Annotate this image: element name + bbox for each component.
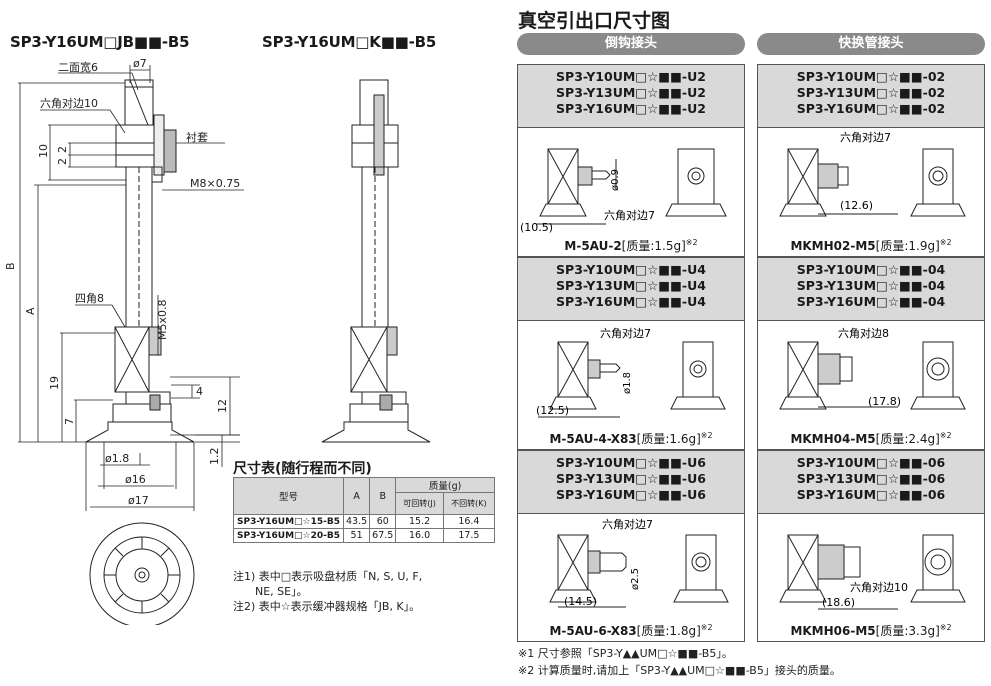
svg-text:(17.8): (17.8) [868, 395, 901, 408]
table-note-2: 注2) 表中☆表示缓冲器规格「JB, K」。 [233, 600, 421, 613]
table-header-mass: 质量(g) [395, 477, 495, 493]
svg-text:ø2.5: ø2.5 [630, 568, 641, 590]
column-header-one-touch: 快换管接头 [757, 33, 985, 55]
dim-2b: 2 [56, 158, 69, 165]
dim-19: 19 [48, 376, 61, 390]
svg-text:(12.5): (12.5) [536, 404, 569, 417]
technical-drawing-jb: B A 10 2 2 19 7 4 12 1.2 M5x0.8 ø1.8 ø16… [4, 57, 244, 625]
table-note-1-cont: NE, SE」。 [255, 585, 308, 598]
table-note-1: 注1) 表中□表示吸盘材质「N, S, U, F, [233, 570, 423, 583]
fitting-drawing: 六角对边10 (18.6) [779, 534, 966, 610]
svg-text:(10.5): (10.5) [520, 221, 553, 234]
table-header-b: B [369, 477, 397, 515]
svg-text:六角对边10: 六角对边10 [850, 580, 908, 594]
fitting-drawing: (12.6) 六角对边7 [779, 130, 966, 217]
label-thread: M8×0.75 [190, 177, 240, 190]
column-header-barb: 倒钩接头 [517, 33, 745, 55]
port-dimensions-title: 真空引出口尺寸图 [518, 10, 671, 32]
svg-text:(12.6): (12.6) [840, 199, 873, 212]
panel-02: SP3-Y10UM□☆■■-02 SP3-Y13UM□☆■■-02 SP3-Y1… [757, 64, 985, 257]
dim-dia18: ø1.8 [105, 452, 129, 465]
dim-A: A [24, 307, 37, 315]
dim-m5: M5x0.8 [156, 300, 169, 341]
label-sq8: 四角8 [75, 292, 104, 305]
table-header-k: 不回转(K) [442, 492, 496, 515]
table-header-model: 型号 [233, 477, 344, 515]
fitting-drawing: ø0.9 (10.5) 六角对边7 [520, 148, 727, 234]
panel-06: SP3-Y10UM□☆■■-06 SP3-Y13UM□☆■■-06 SP3-Y1… [757, 450, 985, 642]
table-row: SP3-Y16UM□☆20-B5 51 67.5 16.0 17.5 [233, 528, 496, 543]
dim-B: B [4, 262, 17, 270]
technical-drawing-k [321, 79, 430, 443]
svg-text:六角对边7: 六角对边7 [600, 326, 651, 340]
label-bushing: 衬套 [186, 131, 208, 144]
fitting-drawing: ø2.5 (14.5) 六角对边7 [549, 517, 729, 608]
footnote-2: ※2 计算质量时,请加上「SP3-Y▲▲UM□☆■■-B5」接头的质量。 [518, 664, 841, 677]
label-flats6: 二面宽6 [58, 60, 98, 74]
drawing-title-k: SP3-Y16UM□K■■-B5 [262, 33, 437, 51]
svg-text:ø1.8: ø1.8 [622, 372, 633, 394]
svg-text:六角对边7: 六角对边7 [602, 517, 653, 531]
dim-7: 7 [63, 418, 76, 425]
footnote-1: ※1 尺寸参照「SP3-Y▲▲UM□☆■■-B5」。 [518, 647, 733, 660]
dim-12: 12 [216, 399, 229, 413]
svg-text:(14.5): (14.5) [564, 595, 597, 608]
label-hex10: 六角对边10 [40, 96, 98, 110]
panel-u6: SP3-Y10UM□☆■■-U6 SP3-Y13UM□☆■■-U6 SP3-Y1… [517, 450, 745, 642]
panel-04: SP3-Y10UM□☆■■-04 SP3-Y13UM□☆■■-04 SP3-Y1… [757, 257, 985, 450]
dim-1-2: 1.2 [208, 448, 221, 466]
dim-2a: 2 [56, 146, 69, 153]
svg-text:六角对边7: 六角对边7 [604, 208, 655, 222]
fitting-drawing: ø1.8 (12.5) 六角对边7 [536, 326, 726, 418]
svg-text:六角对边8: 六角对边8 [838, 326, 889, 340]
svg-text:六角对边7: 六角对边7 [840, 130, 891, 144]
dim-dia16: ø16 [125, 473, 146, 486]
table-row: SP3-Y16UM□☆15-B5 43.5 60 15.2 16.4 [233, 514, 496, 529]
table-header-j: 可回转(J) [395, 492, 444, 515]
panel-u4: SP3-Y10UM□☆■■-U4 SP3-Y13UM□☆■■-U4 SP3-Y1… [517, 257, 745, 450]
dim-dia17: ø17 [128, 494, 149, 507]
svg-text:(18.6): (18.6) [822, 596, 855, 609]
size-table: 型号 A B 质量(g) 可回转(J) 不回转(K) SP3-Y16UM□☆15… [233, 477, 496, 543]
dim-10: 10 [37, 144, 50, 158]
fitting-drawing: (17.8) 六角对边8 [779, 326, 966, 410]
size-table-title: 尺寸表(随行程而不同) [233, 461, 372, 477]
svg-text:ø0.9: ø0.9 [610, 169, 621, 191]
table-header-a: A [342, 477, 371, 515]
dim-4: 4 [196, 385, 203, 398]
panel-u2: SP3-Y10UM□☆■■-U2 SP3-Y13UM□☆■■-U2 SP3-Y1… [517, 64, 745, 257]
drawing-title-jb: SP3-Y16UM□JB■■-B5 [10, 33, 190, 51]
dim-dia7: ø7 [133, 57, 147, 70]
